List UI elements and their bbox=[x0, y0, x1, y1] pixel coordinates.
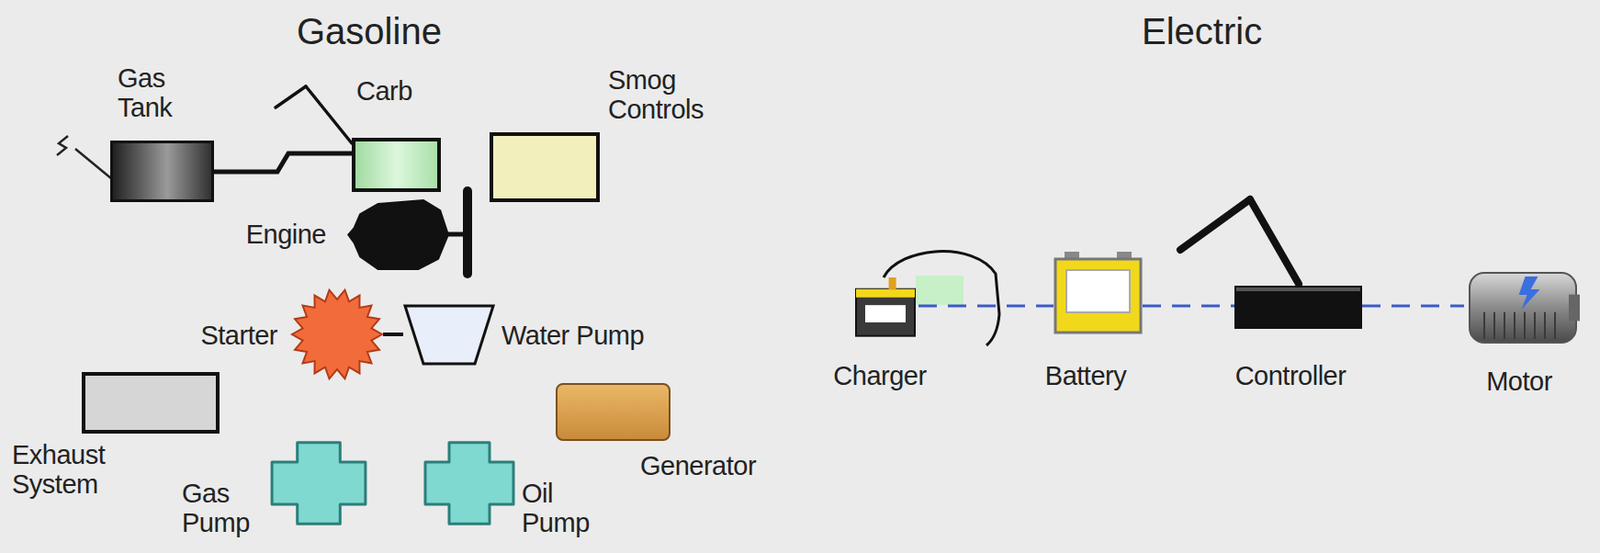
smog-controls: Smog Controls bbox=[489, 132, 600, 203]
gas-cap bbox=[56, 135, 113, 180]
cross-shape bbox=[271, 442, 366, 524]
trap-shape bbox=[405, 305, 494, 364]
engine: Engine bbox=[347, 199, 450, 271]
section-heading: Gasoline bbox=[296, 11, 442, 52]
carb-shape bbox=[353, 139, 440, 191]
gas-tank-outline bbox=[110, 140, 215, 203]
engine-shape bbox=[347, 199, 450, 271]
connector-line bbox=[383, 332, 404, 337]
battery-shape bbox=[1055, 251, 1141, 333]
battery: Battery bbox=[1053, 249, 1143, 335]
section-heading: Electric bbox=[1141, 11, 1262, 52]
connector-line bbox=[1362, 304, 1465, 308]
throttle-lever bbox=[275, 86, 352, 144]
smog-shape bbox=[491, 134, 598, 201]
gas-tank: Gas Tank bbox=[110, 140, 215, 203]
water-pump-outline bbox=[403, 304, 496, 366]
controller-outline bbox=[1234, 285, 1363, 329]
part-label: Gas Tank bbox=[117, 64, 172, 124]
generator: Generator bbox=[555, 383, 671, 441]
carburetor-outline bbox=[351, 137, 441, 192]
motor-outline bbox=[1464, 263, 1582, 352]
part-label: Oil Pump bbox=[521, 479, 590, 539]
controller-shape bbox=[1234, 285, 1363, 329]
starter-outline bbox=[291, 288, 384, 381]
controller: Controller bbox=[1234, 285, 1363, 329]
charger-outline bbox=[852, 275, 919, 338]
part-label: Carb bbox=[356, 77, 413, 107]
part-label: Controller bbox=[1235, 361, 1347, 392]
oil-pump-outline bbox=[423, 440, 516, 526]
star-shape bbox=[292, 290, 383, 380]
part-label: Battery bbox=[1045, 361, 1127, 392]
part-label: Generator bbox=[640, 451, 756, 482]
water-pump: Water Pump bbox=[403, 304, 496, 366]
connector-line bbox=[214, 153, 352, 172]
part-label: Exhaust System bbox=[11, 440, 105, 500]
carburetor: Carb bbox=[351, 137, 441, 192]
gen-shape bbox=[556, 383, 670, 440]
motor-shape bbox=[1469, 272, 1580, 343]
part-label: Charger bbox=[833, 361, 926, 392]
battery-outline bbox=[1053, 249, 1143, 335]
part-label: Motor bbox=[1486, 367, 1553, 397]
smog-controls-outline bbox=[489, 132, 600, 203]
gas-pump: Gas Pump bbox=[270, 440, 368, 526]
motor: Motor bbox=[1464, 263, 1582, 352]
part-label: Gas Pump bbox=[181, 479, 250, 539]
part-label: Engine bbox=[246, 220, 327, 250]
charger-shape bbox=[856, 277, 915, 337]
connector-line bbox=[918, 304, 1054, 308]
oil-pump: Oil Pump bbox=[423, 440, 516, 526]
flywheel bbox=[448, 186, 473, 279]
exhaust-system: Exhaust System bbox=[81, 371, 220, 434]
exhaust-shape bbox=[83, 373, 218, 432]
connector-line bbox=[1142, 304, 1235, 308]
gas-pump-outline bbox=[270, 440, 368, 526]
exhaust-system-outline bbox=[81, 371, 220, 434]
charger-plug bbox=[915, 275, 964, 305]
generator-outline bbox=[555, 383, 671, 441]
cross-shape bbox=[425, 442, 514, 524]
part-label: Smog Controls bbox=[608, 66, 704, 125]
engine-outline bbox=[347, 199, 450, 271]
part-label: Starter bbox=[200, 321, 278, 351]
tank-shape bbox=[112, 142, 214, 202]
accelerator-pedal bbox=[1180, 199, 1299, 284]
starter: Starter bbox=[291, 288, 384, 381]
part-label: Water Pump bbox=[501, 321, 644, 351]
charger: Charger bbox=[852, 275, 919, 338]
